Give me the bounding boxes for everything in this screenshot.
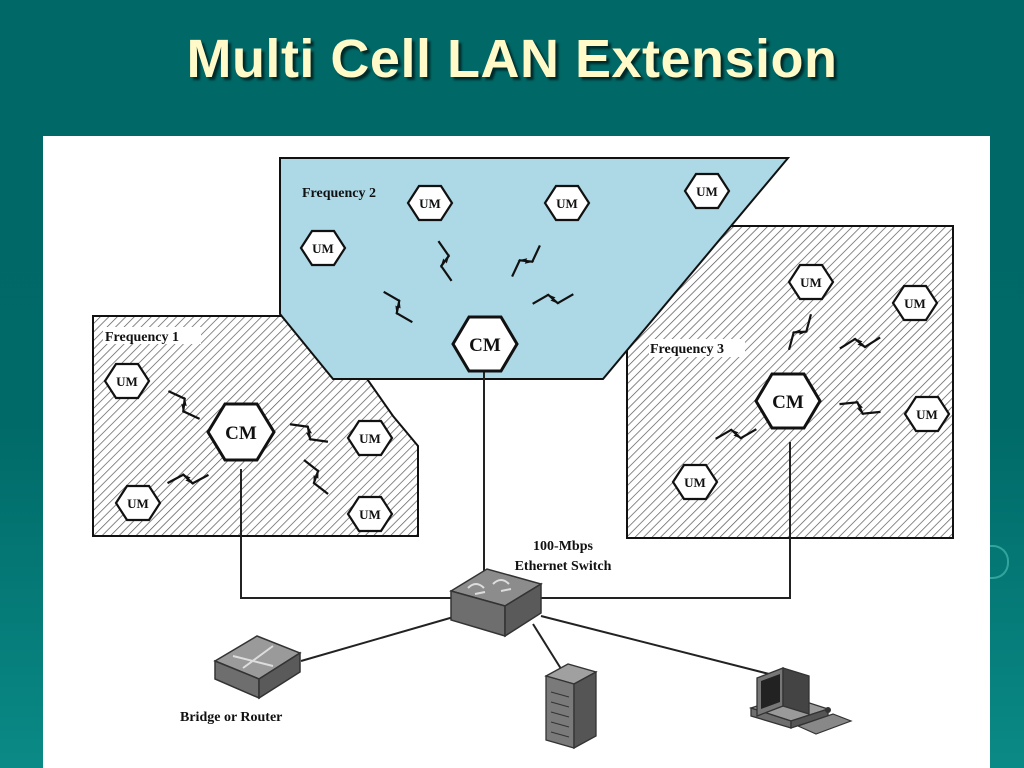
- frequency-3-label: Frequency 3: [650, 342, 724, 357]
- um-node: UM: [406, 184, 454, 222]
- workstation-icon: [748, 667, 853, 735]
- um-node: UM: [543, 184, 591, 222]
- cm-node-frequency-2: CM: [451, 315, 519, 373]
- frequency-2-cell: [279, 157, 791, 380]
- um-node: UM: [671, 463, 719, 501]
- switch-speed-label: 100-Mbps: [533, 539, 593, 554]
- svg-text:UM: UM: [916, 407, 938, 422]
- svg-text:UM: UM: [556, 196, 578, 211]
- um-node: UM: [346, 495, 394, 533]
- svg-text:UM: UM: [116, 374, 138, 389]
- switch-type-label: Ethernet Switch: [515, 559, 612, 574]
- um-node: UM: [346, 419, 394, 457]
- um-node: UM: [103, 362, 151, 400]
- um-node: UM: [787, 263, 835, 301]
- server-icon: [544, 663, 598, 750]
- decorative-swirl: [985, 545, 1009, 579]
- network-diagram: Frequency 1 Frequency 2 Frequency 3 UM: [92, 157, 954, 750]
- frequency-2-label: Frequency 2: [302, 186, 376, 201]
- um-node: UM: [683, 172, 731, 210]
- svg-text:UM: UM: [800, 275, 822, 290]
- svg-text:CM: CM: [225, 423, 257, 444]
- svg-text:CM: CM: [772, 392, 804, 413]
- cm-node-frequency-3: CM: [754, 372, 822, 430]
- svg-text:UM: UM: [684, 475, 706, 490]
- svg-text:UM: UM: [359, 431, 381, 446]
- diagram-panel: Frequency 1 Frequency 2 Frequency 3 UM: [43, 136, 990, 768]
- slide-title: Multi Cell LAN Extension: [186, 29, 838, 89]
- um-node: UM: [891, 284, 939, 322]
- svg-text:UM: UM: [127, 496, 149, 511]
- frequency-1-label: Frequency 1: [105, 330, 179, 345]
- cm-node-frequency-1: CM: [206, 402, 276, 462]
- um-node: UM: [903, 395, 951, 433]
- bridge-router-label: Bridge or Router: [180, 710, 282, 725]
- svg-text:UM: UM: [696, 184, 718, 199]
- um-node: UM: [114, 484, 162, 522]
- svg-text:UM: UM: [312, 241, 334, 256]
- svg-text:UM: UM: [359, 507, 381, 522]
- svg-text:CM: CM: [469, 335, 501, 356]
- svg-text:UM: UM: [904, 296, 926, 311]
- um-node: UM: [299, 229, 347, 267]
- ethernet-switch: [449, 568, 543, 638]
- svg-text:UM: UM: [419, 196, 441, 211]
- bridge-router-icon: [213, 635, 302, 700]
- ethernet-links: [240, 368, 791, 677]
